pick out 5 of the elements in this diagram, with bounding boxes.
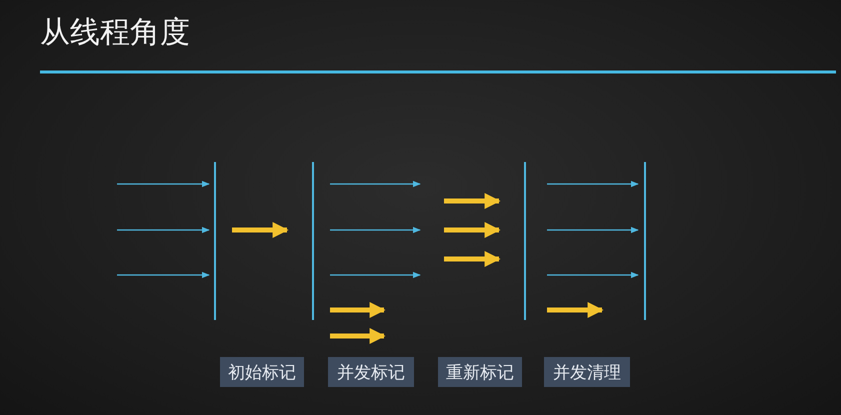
- phase-label: 初始标记: [220, 357, 304, 387]
- phase-label: 并发清理: [544, 357, 630, 387]
- phase-label: 重新标记: [438, 357, 522, 387]
- title: 从线程角度: [40, 14, 190, 52]
- phase-label: 并发标记: [328, 357, 414, 387]
